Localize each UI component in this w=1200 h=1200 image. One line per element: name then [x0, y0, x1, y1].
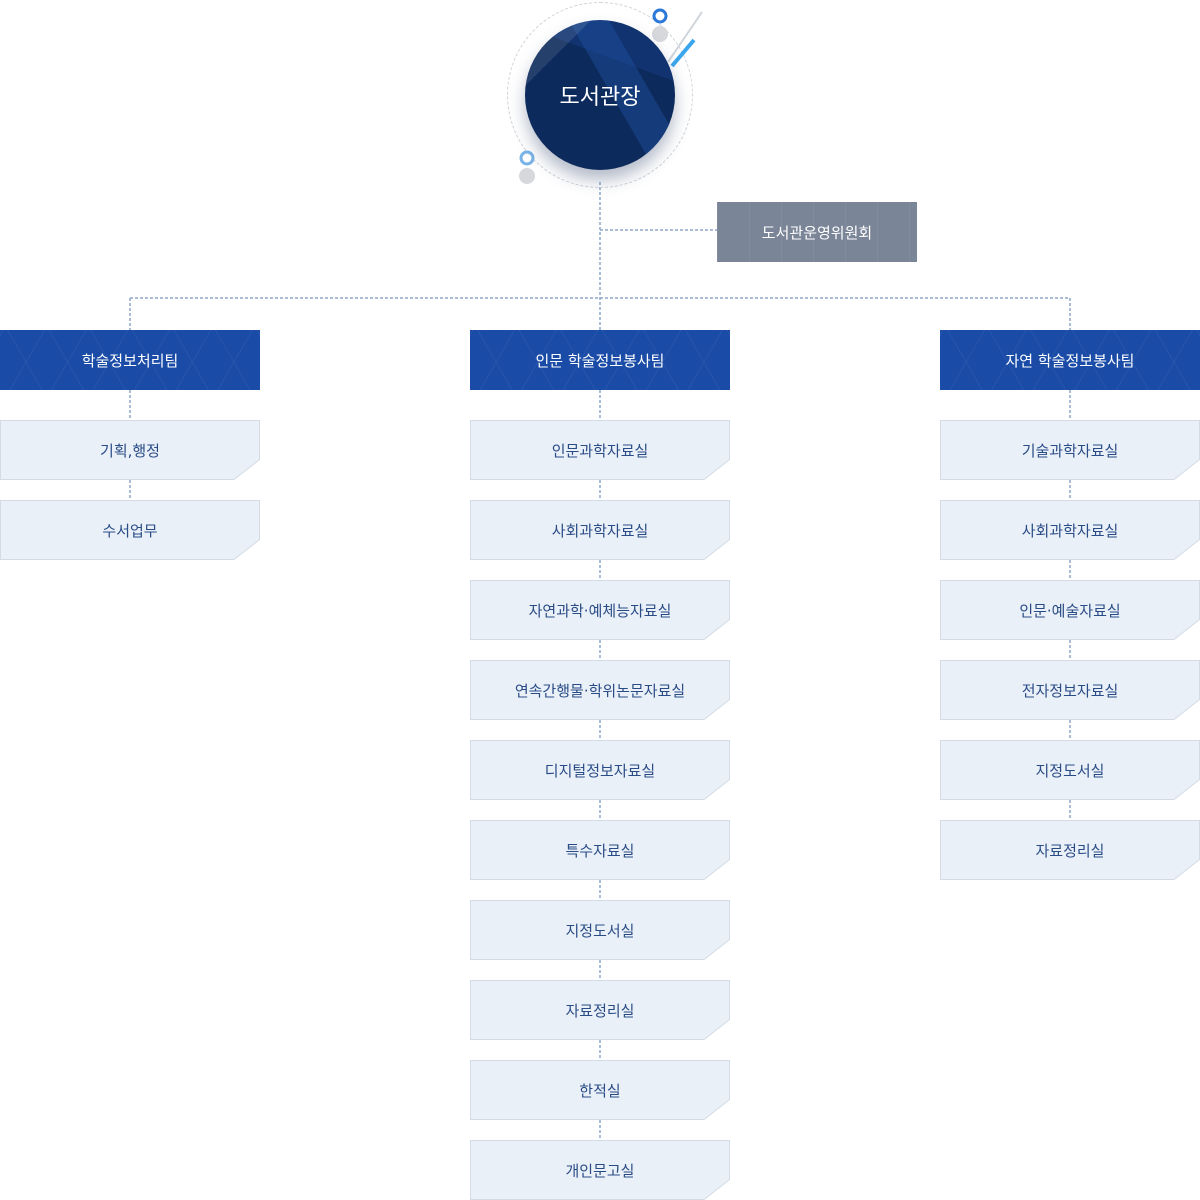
unit-node: 디지털정보자료실	[470, 740, 730, 800]
unit-node: 기술과학자료실	[940, 420, 1200, 480]
director-halo	[507, 2, 693, 188]
unit-node: 연속간행물·학위논문자료실	[470, 660, 730, 720]
unit-node: 개인문고실	[470, 1140, 730, 1200]
unit-node: 지정도서실	[940, 740, 1200, 800]
director-node: 도서관장	[525, 20, 675, 170]
team-node-humanities-service: 인문 학술정보봉사팀	[470, 330, 730, 390]
director-decoration	[519, 8, 703, 184]
unit-node: 사회과학자료실	[470, 500, 730, 560]
team-node-academic-processing: 학술정보처리팀	[0, 330, 260, 390]
unit-node: 전자정보자료실	[940, 660, 1200, 720]
unit-node: 인문·예술자료실	[940, 580, 1200, 640]
unit-node: 자료정리실	[940, 820, 1200, 880]
unit-node: 지정도서실	[470, 900, 730, 960]
unit-node: 자료정리실	[470, 980, 730, 1040]
unit-node: 특수자료실	[470, 820, 730, 880]
unit-node: 수서업무	[0, 500, 260, 560]
committee-node: 도서관운영위원회	[717, 202, 917, 262]
unit-node: 자연과학·예체능자료실	[470, 580, 730, 640]
team-node-science-service: 자연 학술정보봉사팀	[940, 330, 1200, 390]
unit-node: 한적실	[470, 1060, 730, 1120]
unit-node: 인문과학자료실	[470, 420, 730, 480]
unit-node: 사회과학자료실	[940, 500, 1200, 560]
unit-node: 기획,행정	[0, 420, 260, 480]
